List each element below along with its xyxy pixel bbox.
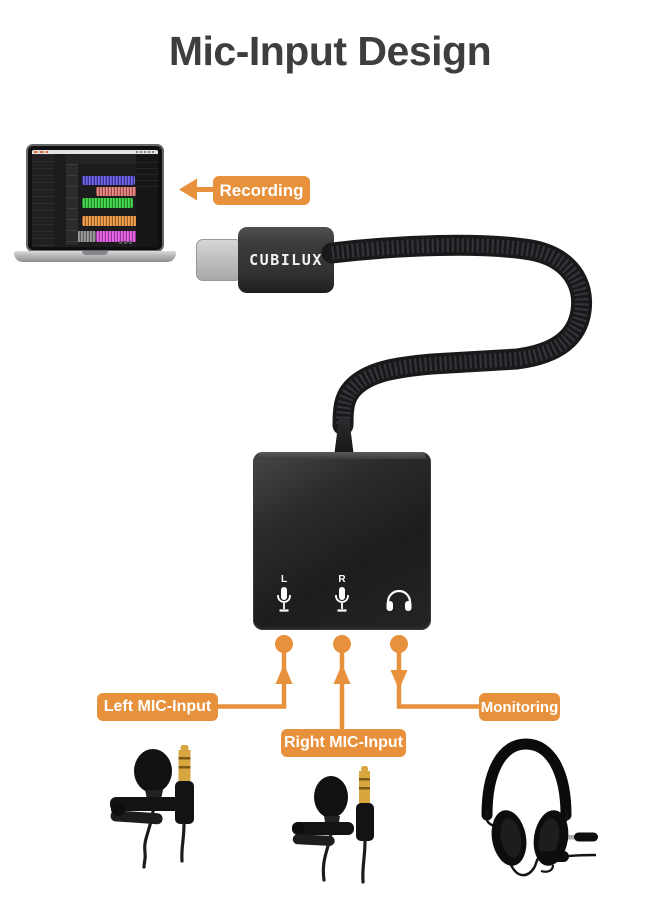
daw-menubar — [32, 150, 158, 154]
daw-track-clip — [82, 198, 133, 208]
recording-arrow-shaft — [195, 187, 215, 192]
headphone-plug-barrel — [574, 832, 598, 842]
left-lavalier-mic — [110, 745, 194, 869]
inline-remote — [538, 851, 569, 862]
microphone-icon — [335, 587, 349, 612]
connector-line-left-mic — [216, 652, 287, 709]
daw-track-clip — [82, 216, 140, 226]
cable-strain-relief — [334, 419, 354, 457]
adapter-device: L R — [253, 452, 431, 630]
connector-line-monitoring — [396, 652, 480, 709]
mic-foam-windscreen — [134, 749, 172, 793]
mic-clip — [110, 797, 192, 811]
daw-track-clip — [96, 187, 140, 196]
trs-plug-tip — [180, 745, 189, 751]
recording-arrow-icon — [179, 178, 197, 201]
callout-monitoring: Monitoring — [479, 693, 560, 721]
daw-track-clip — [82, 176, 135, 185]
trs-plug-barrel — [175, 781, 194, 824]
headband — [481, 738, 572, 821]
port-dot-right-mic — [333, 635, 351, 653]
port-right-mic: R — [325, 574, 359, 615]
callout-right-mic-input: Right MIC-Input — [281, 729, 406, 757]
port-dot-headphone — [390, 635, 408, 653]
mic-clip — [292, 822, 354, 835]
port-letter-right: R — [338, 574, 346, 585]
daw-right-panel — [136, 154, 158, 247]
laptop-base — [14, 251, 176, 262]
laptop-base-notch — [82, 251, 108, 255]
daw-sidebar — [32, 154, 54, 247]
port-left-mic: L — [267, 574, 301, 615]
daw-track-clip — [96, 231, 140, 242]
usb-cable — [321, 234, 593, 436]
trs-plug-barrel — [356, 803, 374, 841]
daw-timeline-ruler — [66, 154, 136, 164]
arrow-down-monitoring-icon — [390, 670, 408, 690]
daw-track-headers — [66, 164, 78, 245]
daw-clip-area — [32, 150, 158, 247]
menubar-marks-left — [34, 151, 48, 153]
headphones-icon — [386, 589, 412, 611]
port-letter-left: L — [280, 574, 288, 585]
port-dot-left-mic — [275, 635, 293, 653]
headphones-illustration — [481, 738, 598, 877]
brand-logo: CUBILUX — [249, 251, 323, 269]
port-headphone — [382, 588, 416, 612]
usb-cable-braid-texture — [331, 238, 589, 426]
trs-plug-tip — [361, 766, 368, 772]
page-title: Mic-Input Design — [168, 28, 492, 74]
microphone-icon — [277, 587, 291, 612]
daw-screen — [32, 150, 158, 247]
right-lavalier-mic — [292, 766, 374, 884]
callout-left-mic-input: Left MIC-Input — [97, 693, 218, 721]
arrow-up-left-mic-icon — [275, 664, 293, 684]
daw-track-clip — [77, 231, 96, 242]
callout-recording: Recording — [213, 176, 310, 205]
usbc-connector-housing: CUBILUX — [238, 227, 334, 293]
menubar-marks-right — [136, 151, 156, 153]
daw-transport-controls — [119, 241, 133, 244]
mic-foam-windscreen — [314, 776, 348, 818]
arrow-up-right-mic-icon — [333, 664, 351, 684]
